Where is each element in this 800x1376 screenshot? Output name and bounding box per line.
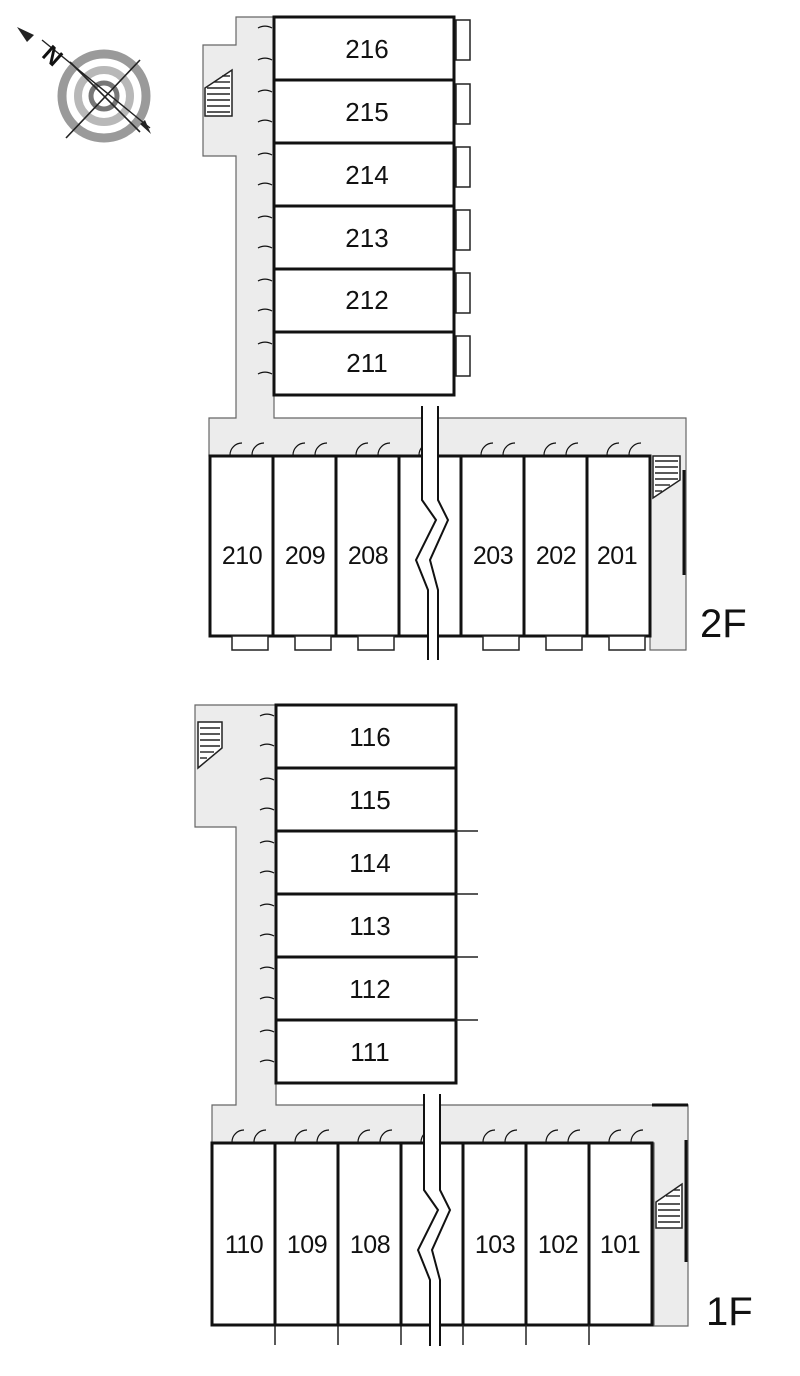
unit-101[interactable]: 101	[587, 1129, 654, 1345]
floor-2f: 216 215 214 213	[202, 15, 747, 660]
unit-label: 113	[349, 911, 390, 941]
unit-203[interactable]: 203	[459, 442, 526, 651]
unit-label: 213	[345, 223, 388, 253]
unit-label: 208	[348, 542, 388, 570]
unit-label: 203	[473, 542, 513, 570]
corridor-1f	[194, 704, 689, 1327]
floor-label: 2F	[700, 602, 747, 646]
unit-210[interactable]: 210	[208, 442, 275, 651]
unit-103[interactable]: 103	[461, 1129, 528, 1345]
unit-115[interactable]: 115	[259, 766, 458, 833]
unit-label: 114	[349, 848, 390, 878]
unit-214[interactable]: 214	[257, 141, 471, 208]
unit-201[interactable]: 201	[585, 442, 652, 651]
stairs-2f-top	[204, 68, 233, 117]
unit-108[interactable]: 108	[336, 1129, 403, 1345]
unit-109[interactable]: 109	[273, 1129, 340, 1345]
unit-label: 101	[600, 1231, 640, 1259]
unit-211[interactable]: 211	[257, 330, 471, 397]
unit-label: 214	[345, 160, 388, 190]
unit-label: 111	[350, 1037, 390, 1067]
unit-label: 210	[222, 542, 262, 570]
unit-label: 109	[287, 1231, 327, 1259]
unit-label: 115	[349, 785, 390, 815]
unit-209[interactable]: 209	[271, 442, 338, 651]
unit-212[interactable]: 212	[257, 267, 471, 334]
row-2f: 210 209 208 203	[208, 442, 652, 651]
unit-113[interactable]: 113	[259, 892, 478, 959]
unit-label: 112	[349, 974, 390, 1004]
unit-label: 110	[225, 1231, 263, 1259]
compass-rose-icon	[17, 27, 151, 143]
unit-label: 211	[346, 348, 387, 378]
break-symbol-2f	[414, 406, 450, 660]
compass: N	[17, 27, 151, 143]
unit-208[interactable]: 208	[334, 442, 401, 651]
stairs-2f-right	[652, 455, 681, 500]
row-1f: 110 109 108 103	[210, 1129, 654, 1345]
unit-label: 215	[345, 97, 388, 127]
stairs-1f-top	[197, 721, 223, 770]
unit-213[interactable]: 213	[257, 204, 471, 271]
unit-112[interactable]: 112	[259, 955, 478, 1022]
unit-label: 201	[597, 542, 637, 570]
unit-202[interactable]: 202	[522, 442, 589, 651]
unit-label: 202	[536, 542, 576, 570]
stairs-1f-right	[655, 1182, 683, 1229]
floor-label: 1F	[706, 1290, 753, 1334]
wing-1f: 116 115 114 113	[259, 703, 478, 1085]
unit-label: 216	[345, 34, 388, 64]
unit-label: 108	[350, 1231, 390, 1259]
unit-215[interactable]: 215	[257, 78, 471, 145]
unit-label: 116	[349, 722, 390, 752]
unit-114[interactable]: 114	[259, 829, 478, 896]
unit-label: 103	[475, 1231, 515, 1259]
unit-label: 212	[345, 285, 388, 315]
unit-216[interactable]: 216	[257, 15, 471, 82]
unit-110[interactable]: 110	[210, 1129, 277, 1345]
unit-102[interactable]: 102	[524, 1129, 591, 1345]
unit-111[interactable]: 111	[259, 1018, 478, 1085]
wing-2f: 216 215 214 213	[257, 15, 471, 397]
break-symbol-1f	[416, 1094, 452, 1346]
unit-label: 102	[538, 1231, 578, 1259]
floor-1f: 116 115 114 113	[194, 703, 753, 1346]
unit-116[interactable]: 116	[259, 703, 458, 770]
compass-north-label: N	[37, 40, 68, 72]
unit-label: 209	[285, 542, 325, 570]
